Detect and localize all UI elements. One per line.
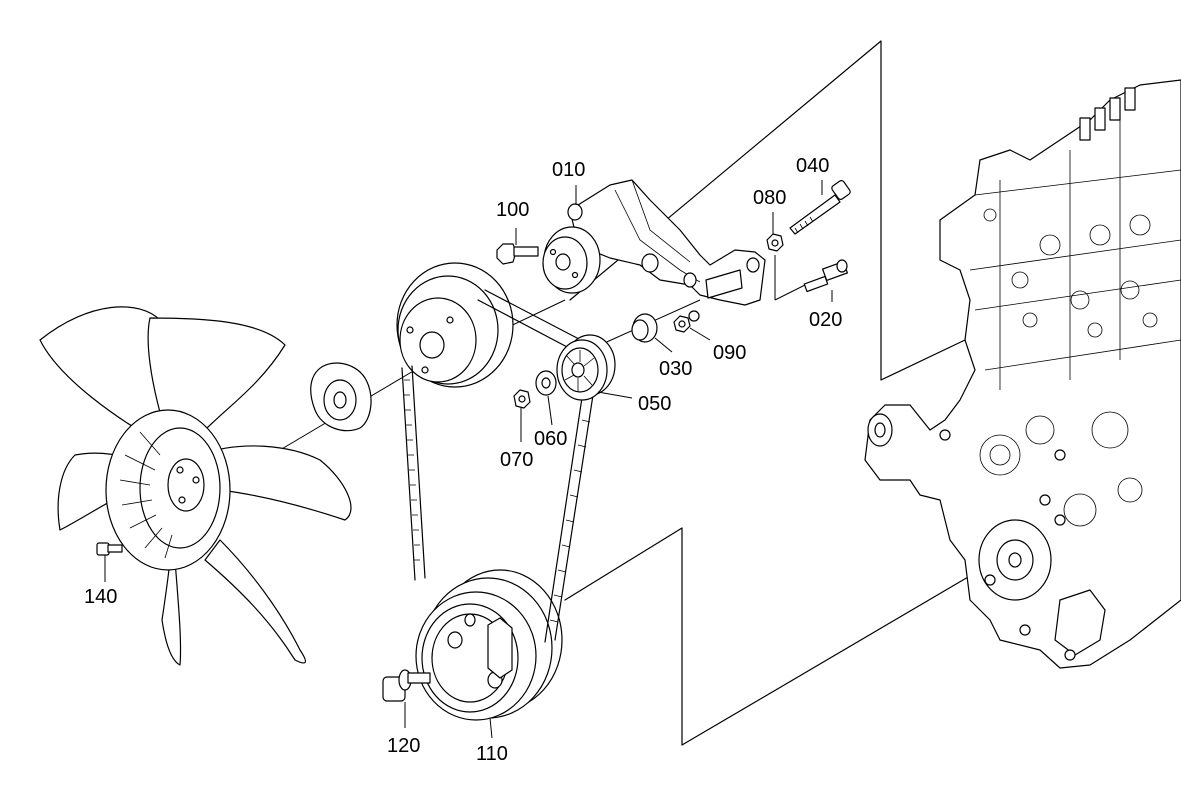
crank-pulley (415, 569, 563, 721)
callout-080: 080 (753, 187, 786, 209)
spacer-030 (631, 313, 658, 343)
assembly-frame-lines (279, 40, 981, 746)
callout-110: 110 (476, 743, 508, 765)
pump-bracket-010 (567, 179, 766, 306)
nut-090 (673, 310, 700, 333)
idler-pulley-050 (556, 334, 616, 401)
callout-060: 060 (534, 428, 567, 450)
callout-090: 090 (713, 342, 746, 364)
washer-080 (766, 233, 784, 252)
callout-120: 120 (387, 735, 420, 757)
callout-040: 040 (796, 155, 829, 177)
callout-010: 010 (552, 159, 585, 181)
engine-block (864, 79, 1181, 669)
pump-flange (542, 226, 601, 294)
callout-140: 140 (84, 586, 117, 608)
washer-060 (535, 370, 557, 396)
callout-070: 070 (500, 449, 533, 471)
callout-050: 050 (638, 393, 671, 415)
callout-labels: 010 020 030 040 050 060 070 080 090 100 … (84, 155, 842, 765)
callout-030: 030 (659, 358, 692, 380)
callout-020: 020 (809, 309, 842, 331)
bolt-100 (496, 243, 539, 265)
nut-070 (513, 389, 531, 409)
callout-100: 100 (496, 199, 529, 221)
stud-020 (774, 255, 848, 301)
bolt-140 (96, 542, 123, 556)
cooling-fan (39, 306, 352, 666)
pump-pulley (396, 262, 514, 388)
bolt-120 (382, 669, 431, 702)
fan-spacer (310, 362, 372, 432)
leader-lines (104, 180, 833, 739)
bolt-040 (789, 180, 851, 235)
